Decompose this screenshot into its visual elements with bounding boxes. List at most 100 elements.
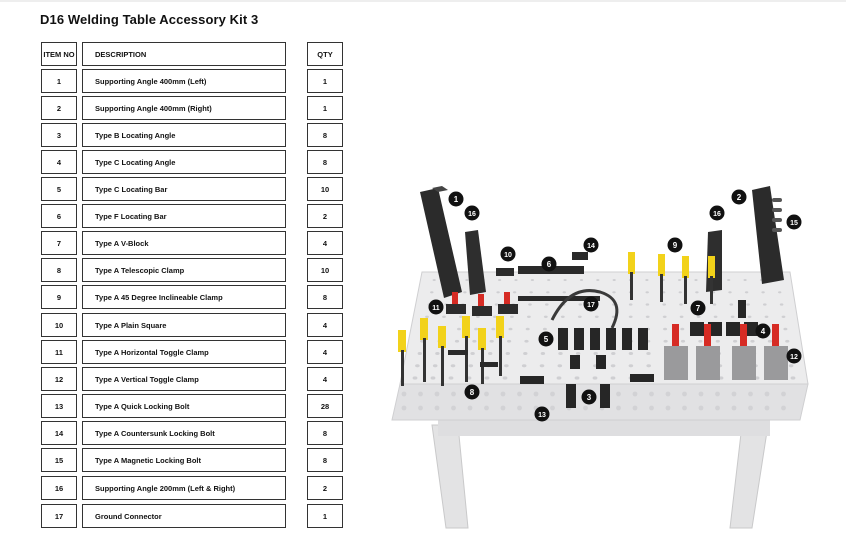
table-hole: [542, 327, 547, 331]
table-hole: [457, 327, 461, 331]
side-hole: [748, 391, 753, 397]
table-row-description: Type A Vertical Toggle Clamp: [82, 367, 286, 391]
table-hole: [577, 315, 582, 319]
table-hole: [493, 315, 497, 319]
side-hole: [434, 405, 440, 411]
table-hole: [746, 303, 750, 306]
magnetic-locking-bolts: [772, 198, 782, 232]
table-hole: [530, 279, 535, 281]
callout-15: 15: [786, 214, 802, 230]
table-row-description: Type B Locating Angle: [82, 123, 286, 147]
table-hole: [430, 291, 434, 294]
vertical-toggle-clamps: [664, 324, 788, 380]
table-hole: [498, 279, 502, 281]
callout-16-right: 16: [709, 205, 725, 221]
side-hole: [665, 405, 671, 411]
inclineable-clamps: [628, 252, 715, 304]
table-row-item-no: 10: [41, 313, 77, 337]
table-hole: [779, 303, 784, 306]
table-leg: [729, 424, 769, 529]
side-hole: [698, 405, 704, 411]
table-hole: [662, 315, 667, 319]
table-row-description: Supporting Angle 400mm (Left): [82, 69, 286, 93]
table-row-item-no: 16: [41, 476, 77, 500]
table-row-description: Type A Countersunk Locking Bolt: [82, 421, 286, 445]
table-hole: [454, 339, 460, 343]
svg-text:6: 6: [547, 260, 552, 269]
table-hole: [645, 315, 650, 319]
table-row-item-no: 2: [41, 96, 77, 120]
callout-9: 9: [667, 237, 683, 253]
side-hole: [517, 391, 522, 397]
side-hole: [748, 405, 753, 411]
table-hole: [529, 291, 533, 294]
side-hole: [500, 405, 506, 411]
table-hole: [678, 279, 682, 281]
table-row-description: Type A V-Block: [82, 231, 286, 255]
table-hole: [790, 376, 796, 380]
table-hole: [727, 279, 731, 281]
top-rule: [0, 0, 846, 2]
table-row-qty: 1: [307, 69, 343, 93]
table-row-description: Type A Horizontal Toggle Clamp: [82, 340, 286, 364]
side-hole: [467, 405, 473, 411]
table-row-item-no: 14: [41, 421, 77, 445]
supporting-angle-left: [420, 188, 462, 298]
table-hole: [525, 327, 530, 331]
table-hole: [715, 339, 720, 343]
table-hole: [512, 291, 517, 294]
table-hole: [728, 291, 732, 294]
header-description: DESCRIPTION: [82, 42, 286, 66]
table-hole: [505, 352, 510, 355]
table-hole: [680, 327, 685, 331]
table-hole: [560, 315, 565, 319]
table-hole: [432, 364, 438, 368]
table-hole: [612, 291, 616, 294]
table-hole: [781, 315, 786, 319]
table-hole: [556, 376, 562, 380]
side-hole: [451, 391, 456, 397]
plain-square: [496, 268, 514, 276]
table-row-item-no: 6: [41, 204, 77, 228]
table-hole: [470, 352, 475, 355]
table-hole: [663, 327, 668, 331]
svg-text:11: 11: [432, 305, 440, 312]
type-c-locating-angles: [690, 300, 758, 336]
table-row-description: Type F Locating Bar: [82, 204, 286, 228]
table-hole: [646, 364, 651, 368]
table-row-item-no: 8: [41, 258, 77, 282]
side-hole: [715, 391, 720, 397]
header-qty: QTY: [307, 42, 343, 66]
side-hole: [715, 405, 720, 411]
side-hole: [781, 391, 786, 397]
supporting-angle-short-left: [465, 230, 486, 295]
callout-7: 7: [690, 300, 706, 316]
locating-bars-center: [558, 328, 648, 369]
table-hole: [733, 339, 738, 343]
side-hole: [484, 405, 489, 411]
table-hole: [730, 315, 735, 319]
table-hole: [611, 352, 616, 355]
table-hole: [761, 291, 765, 294]
table-hole: [698, 339, 703, 343]
svg-text:5: 5: [544, 335, 549, 344]
table-hole: [563, 279, 567, 281]
table-hole: [412, 376, 418, 380]
svg-text:16: 16: [713, 211, 721, 218]
table-hole: [435, 352, 440, 355]
table-hole: [494, 303, 499, 306]
table-hole: [547, 279, 551, 281]
table-hole: [662, 303, 666, 306]
table-hole: [510, 315, 514, 319]
side-hole: [434, 391, 440, 397]
type-f-locating-bar: [518, 296, 600, 301]
table-hole: [679, 315, 684, 319]
table-hole: [750, 339, 755, 343]
table-row-item-no: 11: [41, 340, 77, 364]
table-hole: [524, 339, 529, 343]
table-hole: [488, 352, 493, 355]
side-hole: [616, 405, 621, 411]
table-row-description: Ground Connector: [82, 504, 286, 528]
callout-6: 6: [541, 256, 557, 272]
table-hole: [476, 315, 480, 319]
